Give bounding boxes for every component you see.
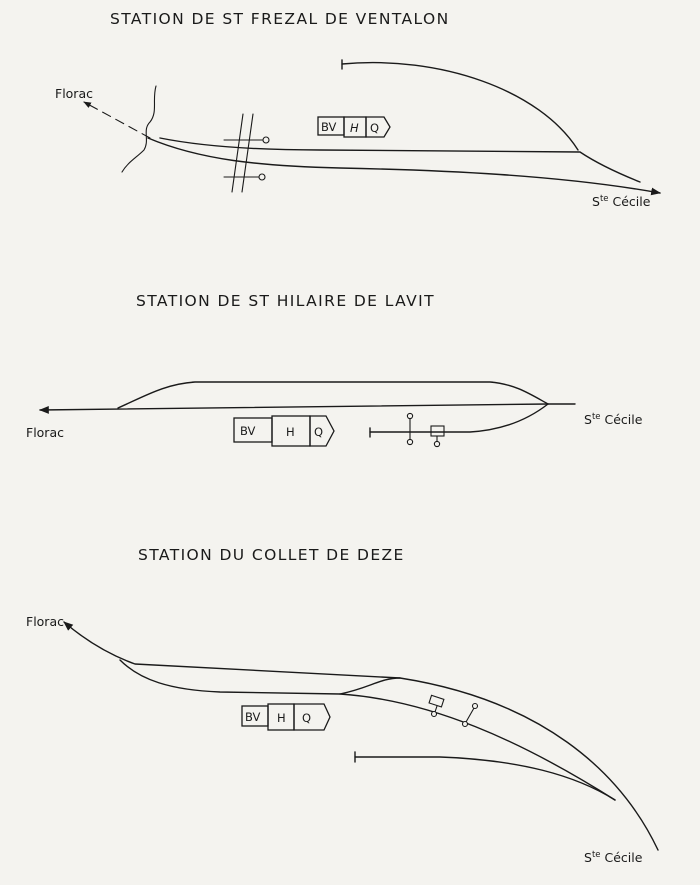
station-frezal-main-track — [147, 137, 661, 196]
station-hilaire-title: STATION DE ST HILAIRE DE LAVIT — [136, 292, 435, 310]
station-collet-cecile-label: Ste Cécile — [584, 850, 643, 865]
svg-text:H: H — [277, 711, 286, 725]
station-frezal-road-right — [241, 113, 254, 193]
building-q — [365, 116, 391, 138]
station-frezal-florac-direction-arrow — [83, 101, 151, 139]
station-frezal-signal-upper — [262, 136, 270, 144]
svg-text:H: H — [286, 425, 295, 439]
station-collet-buildings: BV H Q — [241, 703, 331, 731]
station-collet-florac-label: Florac — [26, 614, 64, 629]
building-q — [309, 415, 335, 447]
station-hilaire: STATION DE ST HILAIRE DE LAVIT Florac St… — [26, 292, 643, 448]
station-frezal-long-siding — [341, 61, 579, 151]
station-frezal-cecile-label: Ste Cécile — [592, 194, 651, 209]
station-collet-loading-gauge — [428, 694, 445, 708]
building-q — [293, 703, 331, 731]
station-hilaire-florac-label: Florac — [26, 425, 64, 440]
station-collet-signal-post — [465, 707, 475, 723]
station-hilaire-goods-siding — [369, 403, 549, 433]
svg-text:BV: BV — [321, 120, 337, 134]
station-frezal: STATION DE ST FREZAL DE VENTALON Florac … — [55, 10, 661, 209]
station-hilaire-main-track — [39, 403, 549, 414]
station-hilaire-loading-gauge — [430, 425, 445, 437]
station-collet-main-track — [63, 621, 659, 851]
station-hilaire-signal-head — [406, 412, 414, 420]
svg-text:Q: Q — [302, 711, 311, 725]
svg-text:Q: Q — [370, 121, 379, 135]
station-frezal-florac-label: Florac — [55, 86, 93, 101]
station-frezal-title: STATION DE ST FREZAL DE VENTALON — [110, 10, 450, 28]
station-collet-lower-siding — [354, 756, 616, 801]
station-frezal-road-left — [231, 113, 244, 193]
station-collet-title: STATION DU COLLET DE DEZE — [138, 546, 405, 564]
station-collet: STATION DU COLLET DE DEZE Florac Ste Céc… — [26, 546, 659, 865]
station-frezal-loop-track — [159, 137, 641, 183]
svg-text:Q: Q — [314, 425, 323, 439]
station-frezal-buildings: BV H Q — [317, 116, 391, 138]
station-hilaire-cecile-label: Ste Cécile — [584, 412, 643, 427]
svg-text:BV: BV — [240, 424, 256, 438]
svg-text:BV: BV — [245, 710, 261, 724]
station-frezal-terrain-edge — [121, 85, 157, 173]
station-hilaire-signal-base — [406, 438, 414, 446]
svg-text:H: H — [350, 121, 359, 135]
station-hilaire-passing-loop — [117, 381, 549, 409]
station-collet-loop-track — [119, 659, 401, 695]
station-hilaire-buildings: BV H Q — [233, 415, 335, 447]
station-frezal-signal-lower — [258, 173, 266, 181]
station-collet-inner-track — [339, 693, 616, 801]
